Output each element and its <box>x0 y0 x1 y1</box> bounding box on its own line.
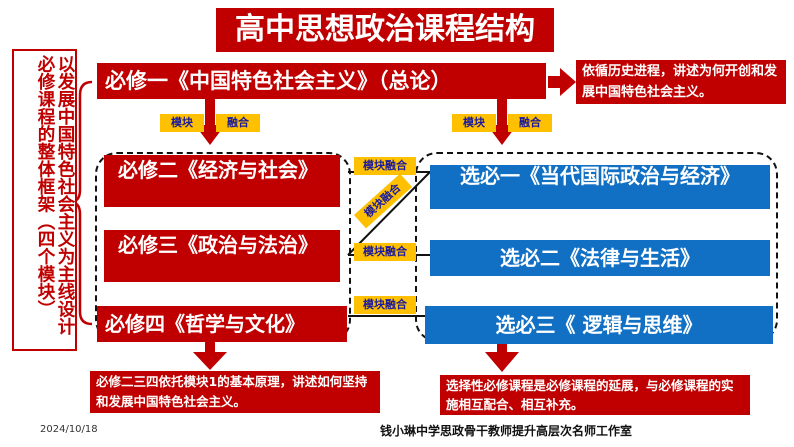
arrow-down-icon <box>193 338 227 370</box>
module-label: 模块 <box>452 114 496 132</box>
module-merge-tag: 模块融合 <box>354 296 416 314</box>
module-merge-tag: 模块融合 <box>354 243 416 261</box>
footer-label: 钱小琳中学思政骨干教师提升高层次名师工作室 <box>380 424 633 438</box>
bixiu1-box: 必修一《中国特色社会主义》（总论） <box>97 63 546 99</box>
module-label: 模块 <box>160 114 204 132</box>
bixiu4-box: 必修四《哲学与文化》 <box>97 306 347 342</box>
arrow-down-icon <box>195 96 225 145</box>
merge-label: 融合 <box>216 114 260 132</box>
date-label: 2024/10/18 <box>40 424 98 435</box>
note-bottom-right: 选择性必修课程是必修课程的延展，与必修课程的实施相互配合、相互补充。 <box>440 375 750 415</box>
note-top-right: 依循历史进程，讲述为何开创和发展中国特色社会主义。 <box>576 60 786 104</box>
xuanbi2-box: 选必二《法律与生活》 <box>430 240 770 276</box>
bixiu3-box: 必修三《政治与法治》 <box>104 230 340 282</box>
bixiu2-box: 必修二《经济与社会》 <box>104 155 340 207</box>
side-note-text: 以发展中国特色社会主义为主线设计必修课程的整体框架（四个模块） <box>35 55 75 335</box>
page-title: 高中思想政治课程结构 <box>216 8 554 52</box>
arrow-right-icon <box>548 68 576 96</box>
module-merge-tag: 模块融合 <box>354 157 416 175</box>
side-note-box: 以发展中国特色社会主义为主线设计必修课程的整体框架（四个模块） <box>12 49 77 351</box>
note-bottom-left: 必修二三四依托模块1的基本原理，讲述如何坚持和发展中国特色社会主义。 <box>90 371 380 413</box>
arrow-down-icon <box>487 96 517 145</box>
xuanbi3-box: 选必三《 逻辑与思维》 <box>425 306 773 344</box>
arrow-down-icon <box>485 338 519 372</box>
xuanbi1-box: 选必一《当代国际政治与经济》 <box>430 165 770 209</box>
merge-label: 融合 <box>508 114 552 132</box>
